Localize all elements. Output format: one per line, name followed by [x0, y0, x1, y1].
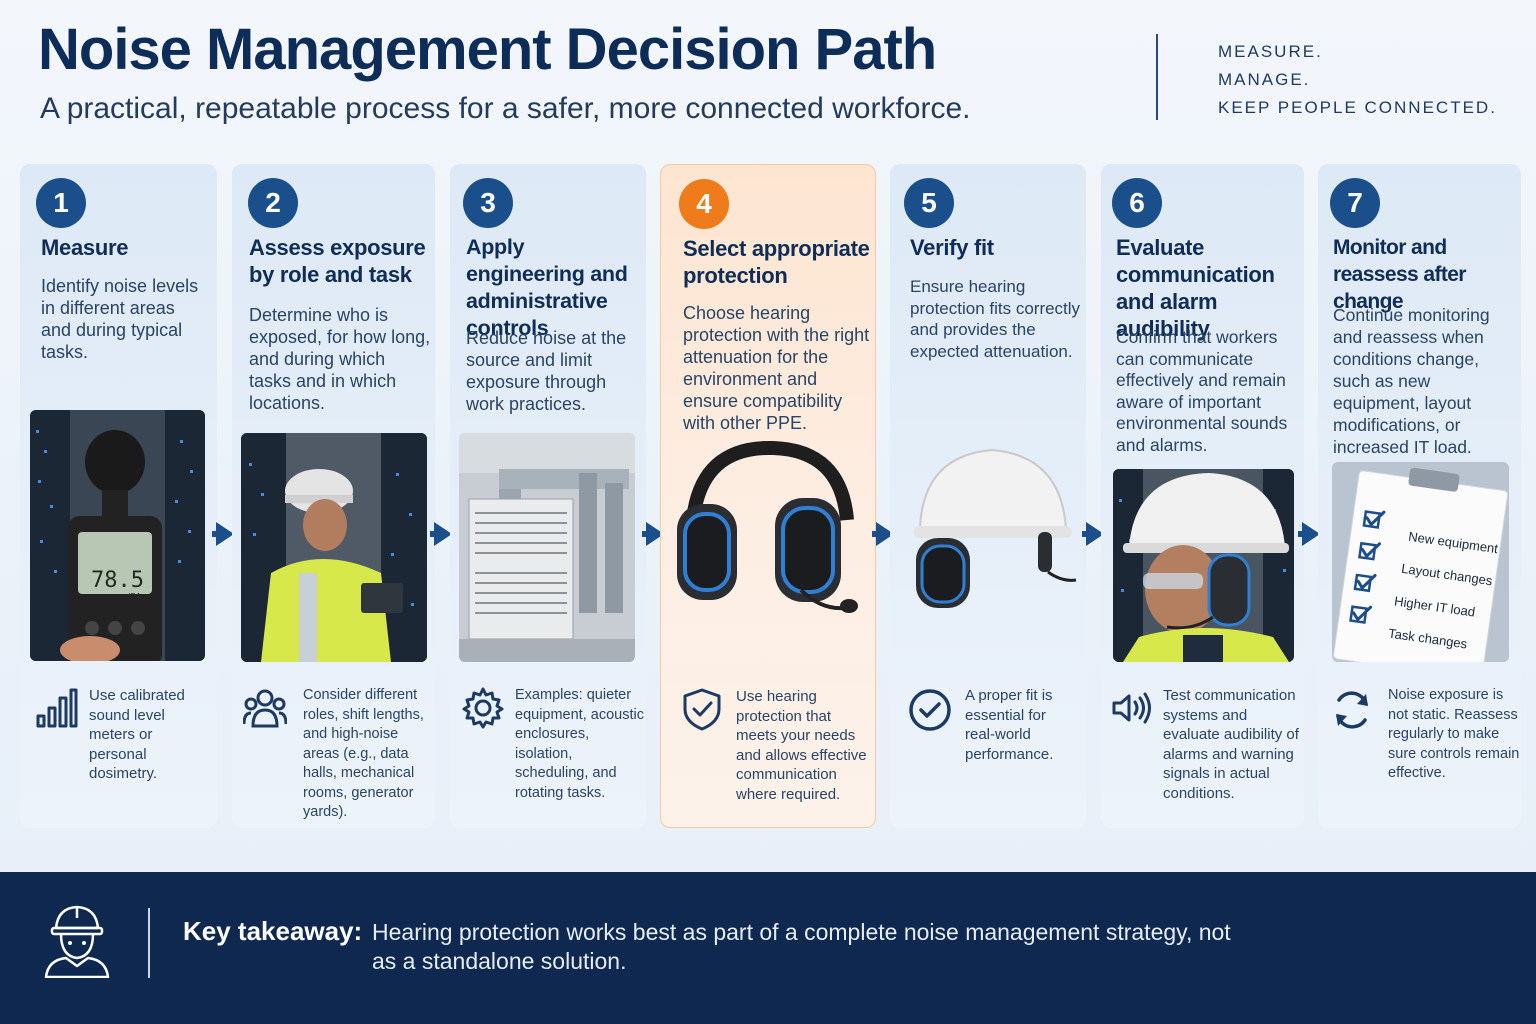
worker-tablet-photo — [241, 433, 427, 662]
step-description: Choose hearing protection with the right… — [683, 303, 870, 433]
arrow-right-icon — [872, 514, 902, 554]
step-number-badge: 6 — [1112, 178, 1162, 228]
step-title: Verify fit — [910, 235, 994, 260]
header: Noise Management Decision Path A practic… — [0, 0, 1536, 160]
step-title: Monitor and reassess after change — [1333, 236, 1466, 313]
step-note: Test communication systems and evaluate … — [1163, 687, 1299, 802]
bar-chart-icon — [35, 686, 79, 730]
step-card-4: 4 Select appropriate protection Choose h… — [660, 164, 876, 828]
shield-check-icon — [680, 687, 724, 731]
clipboard-checklist-photo: New equipment Layout changes Higher IT l… — [1332, 462, 1509, 662]
earmuff-headset-photo — [671, 440, 867, 630]
step-note: Use hearing protection that meets your n… — [736, 688, 867, 803]
arrow-right-icon — [642, 514, 672, 554]
step-title: Assess exposure by role and task — [249, 235, 426, 287]
key-takeaway-label: Key takeaway: — [183, 916, 363, 946]
step-title: Measure — [41, 235, 129, 260]
arrow-right-icon — [1298, 514, 1328, 554]
step-title: Evaluate communication and alarm audibil… — [1116, 235, 1275, 341]
step-note: A proper fit is essential for real-world… — [965, 687, 1054, 763]
meter-unit: dBA — [126, 592, 142, 601]
step-card-5: 5 Verify fit Ensure hearing protection f… — [890, 164, 1086, 828]
sound-level-meter-photo — [30, 410, 205, 661]
step-card-7: 7 Monitor and reassess after change Cont… — [1318, 164, 1521, 828]
step-note: Consider different roles, shift lengths,… — [303, 687, 424, 820]
tagline-line: MEASURE. — [1218, 42, 1323, 61]
tagline-line: KEEP PEOPLE CONNECTED. — [1218, 98, 1497, 117]
step-note: Examples: quieter equipment, acoustic en… — [515, 687, 644, 801]
step-number-badge: 7 — [1330, 178, 1380, 228]
step-card-1: 1 Measure Identify noise levels in diffe… — [20, 164, 217, 828]
hvac-equipment-photo — [459, 433, 635, 662]
step-note: Noise exposure is not static. Reassess r… — [1388, 687, 1520, 781]
step-number-badge: 3 — [463, 178, 513, 228]
step-description: Ensure hearing protection fits correctly… — [910, 277, 1081, 361]
step-number-badge: 5 — [904, 178, 954, 228]
page-subtitle: A practical, repeatable process for a sa… — [40, 92, 971, 125]
tagline: MEASURE. MANAGE. KEEP PEOPLE CONNECTED. — [1218, 38, 1497, 122]
tagline-line: MANAGE. — [1218, 70, 1311, 89]
arrow-right-icon — [1082, 514, 1112, 554]
step-title: Apply engineering and administrative con… — [466, 235, 628, 340]
gear-icon — [461, 686, 505, 730]
arrow-right-icon — [430, 514, 460, 554]
key-takeaway-banner: Key takeaway: Hearing protection works b… — [0, 872, 1536, 1024]
refresh-icon — [1330, 688, 1374, 732]
step-card-2: 2 Assess exposure by role and task Deter… — [232, 164, 435, 828]
step-note: Use calibrated sound level meters or per… — [89, 687, 185, 782]
page-title: Noise Management Decision Path — [38, 17, 937, 82]
header-divider — [1156, 34, 1158, 120]
footer-divider — [148, 908, 150, 978]
helmet-earmuff-photo — [902, 442, 1082, 612]
step-card-6: 6 Evaluate communication and alarm audib… — [1101, 164, 1304, 828]
key-takeaway-text: Hearing protection works best as part of… — [372, 919, 1231, 974]
speaker-icon — [1110, 686, 1154, 730]
step-number-badge: 4 — [679, 179, 729, 229]
worker-hardhat-icon — [44, 902, 110, 979]
step-description: Identify noise levels in different areas… — [41, 276, 199, 362]
step-description: Continue monitoring and reassess when co… — [1333, 305, 1490, 457]
worker-headset-photo — [1113, 469, 1294, 662]
check-circle-icon — [908, 688, 952, 732]
step-description: Reduce noise at the source and limit exp… — [466, 328, 627, 414]
people-icon — [243, 686, 287, 730]
step-description: Determine who is exposed, for how long, … — [249, 305, 431, 413]
meter-readout: 78.5 — [91, 568, 144, 593]
arrow-right-icon — [212, 514, 242, 554]
step-title: Select appropriate protection — [683, 236, 870, 288]
step-number-badge: 2 — [248, 178, 298, 228]
step-description: Confirm that workers can communicate eff… — [1116, 327, 1288, 455]
step-card-3: 3 Apply engineering and administrative c… — [450, 164, 646, 828]
step-number-badge: 1 — [36, 178, 86, 228]
